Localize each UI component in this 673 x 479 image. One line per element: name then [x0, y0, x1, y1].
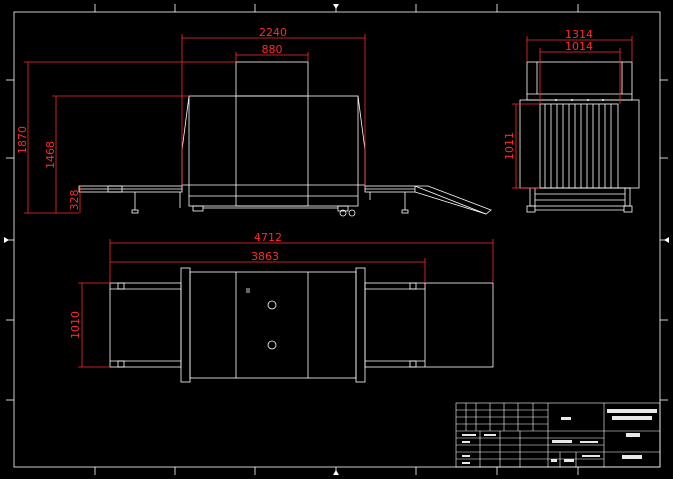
end-view-dots [555, 99, 604, 101]
title-block-marks [462, 409, 657, 464]
dim-top-total-length: 4712 [254, 231, 282, 244]
dim-top-roller-length: 3863 [251, 250, 279, 263]
dim-side-tunnel-width: 880 [262, 43, 283, 56]
dim-side-conveyor-height: 328 [68, 190, 81, 211]
top-view-dimensions [78, 239, 494, 368]
end-view [519, 61, 640, 213]
title-block [455, 402, 661, 468]
side-view-dim-labels: 2240 880 1870 1468 328 [16, 26, 287, 211]
side-view [78, 61, 492, 217]
top-view-dim-labels: 4712 3863 1010 [69, 231, 282, 339]
dim-side-total-width: 2240 [259, 26, 287, 39]
side-view-dimensions [24, 34, 366, 214]
dim-side-total-height: 1870 [16, 126, 29, 154]
dim-end-inner-width: 1014 [565, 40, 593, 53]
dim-end-total-width: 1314 [565, 28, 593, 41]
end-view-dimensions [512, 36, 633, 189]
centering-marks [4, 4, 669, 475]
dim-end-tunnel-height: 1011 [503, 132, 516, 160]
sheet-frame [6, 4, 668, 475]
dim-top-width: 1010 [69, 311, 82, 339]
end-view-dim-labels: 1314 1014 1011 [503, 28, 593, 160]
dim-side-tunnel-height: 1468 [44, 141, 57, 169]
top-view [109, 267, 494, 383]
